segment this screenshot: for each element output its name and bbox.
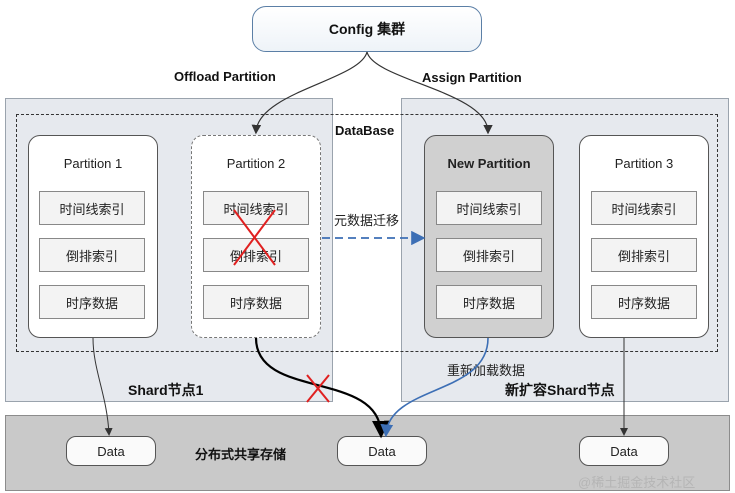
data-node-1: Data	[66, 436, 156, 466]
watermark: @稀土掘金技术社区	[578, 475, 696, 490]
assign-arrow	[366, 51, 493, 135]
timeline-index-block: 时间线索引	[591, 191, 697, 225]
partition2-cross-mark	[233, 209, 276, 266]
inverted-index-block: 倒排索引	[591, 238, 697, 272]
data-node-3: Data	[579, 436, 669, 466]
data-node-2: Data	[337, 436, 427, 466]
partition1-to-data-arrow	[92, 337, 113, 436]
metadata-migration-label: 元数据迁移	[334, 213, 400, 228]
storage-label: 分布式共享存储	[195, 447, 287, 462]
new-shard-node-label: 新扩容Shard节点	[505, 382, 615, 398]
inverted-index-block: 倒排索引	[436, 238, 542, 272]
offload-partition-label: Offload Partition	[174, 69, 276, 84]
timeline-index-block: 时间线索引	[436, 191, 542, 225]
assign-partition-label: Assign Partition	[422, 70, 522, 85]
offload-arrow	[251, 51, 368, 135]
timeseries-data-block: 时序数据	[591, 285, 697, 319]
partition-title: Partition 3	[614, 156, 674, 171]
partition-title: New Partition	[447, 156, 531, 171]
config-cluster-label: Config 集群	[328, 21, 406, 37]
reload-data-arrow	[380, 337, 489, 438]
timeseries-data-block: 时序数据	[39, 285, 145, 319]
partition-title: Partition 1	[63, 156, 123, 171]
partition2-to-data-arrow	[254, 337, 390, 439]
timeseries-data-block: 时序数据	[203, 285, 309, 319]
timeline-index-block: 时间线索引	[39, 191, 145, 225]
config-cluster-node: Config 集群	[252, 6, 482, 52]
data-link-cross-mark	[306, 374, 330, 403]
database-label: DataBase	[335, 123, 395, 138]
partition-title: Partition 2	[226, 156, 286, 171]
database-region	[16, 114, 718, 352]
shard-node-1-label: Shard节点1	[128, 382, 204, 398]
timeseries-data-block: 时序数据	[436, 285, 542, 319]
inverted-index-block: 倒排索引	[39, 238, 145, 272]
